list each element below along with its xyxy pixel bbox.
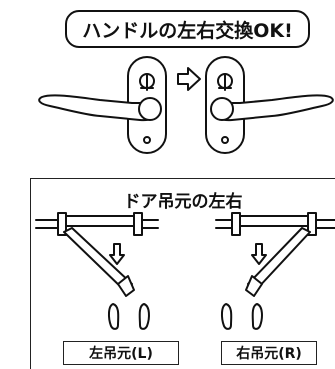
swap-arrow-icon (177, 67, 201, 91)
right-hinge-door-icon (215, 212, 335, 297)
panel-title: ドア吊元の左右 (123, 192, 243, 212)
right-lever-handle-icon (205, 56, 334, 154)
banner-title: ハンドルの左右交換OK! (82, 19, 293, 42)
left-lever-handle-icon (38, 56, 167, 154)
left-hinge-label: 左吊元(L) (63, 341, 179, 365)
right-hinge-label-text: 右吊元(R) (236, 346, 302, 362)
left-hinge-door-icon (35, 212, 159, 297)
door-hinge-panel: ドア吊元の左右 (30, 178, 335, 369)
handle-swap-banner: ハンドルの左右交換OK! (65, 10, 310, 48)
left-footprints-icon (107, 303, 150, 330)
right-footprints-icon (220, 303, 263, 330)
left-hinge-label-text: 左吊元(L) (89, 346, 153, 362)
handle-swap-illustration (38, 56, 334, 154)
right-hinge-label: 右吊元(R) (221, 341, 317, 365)
